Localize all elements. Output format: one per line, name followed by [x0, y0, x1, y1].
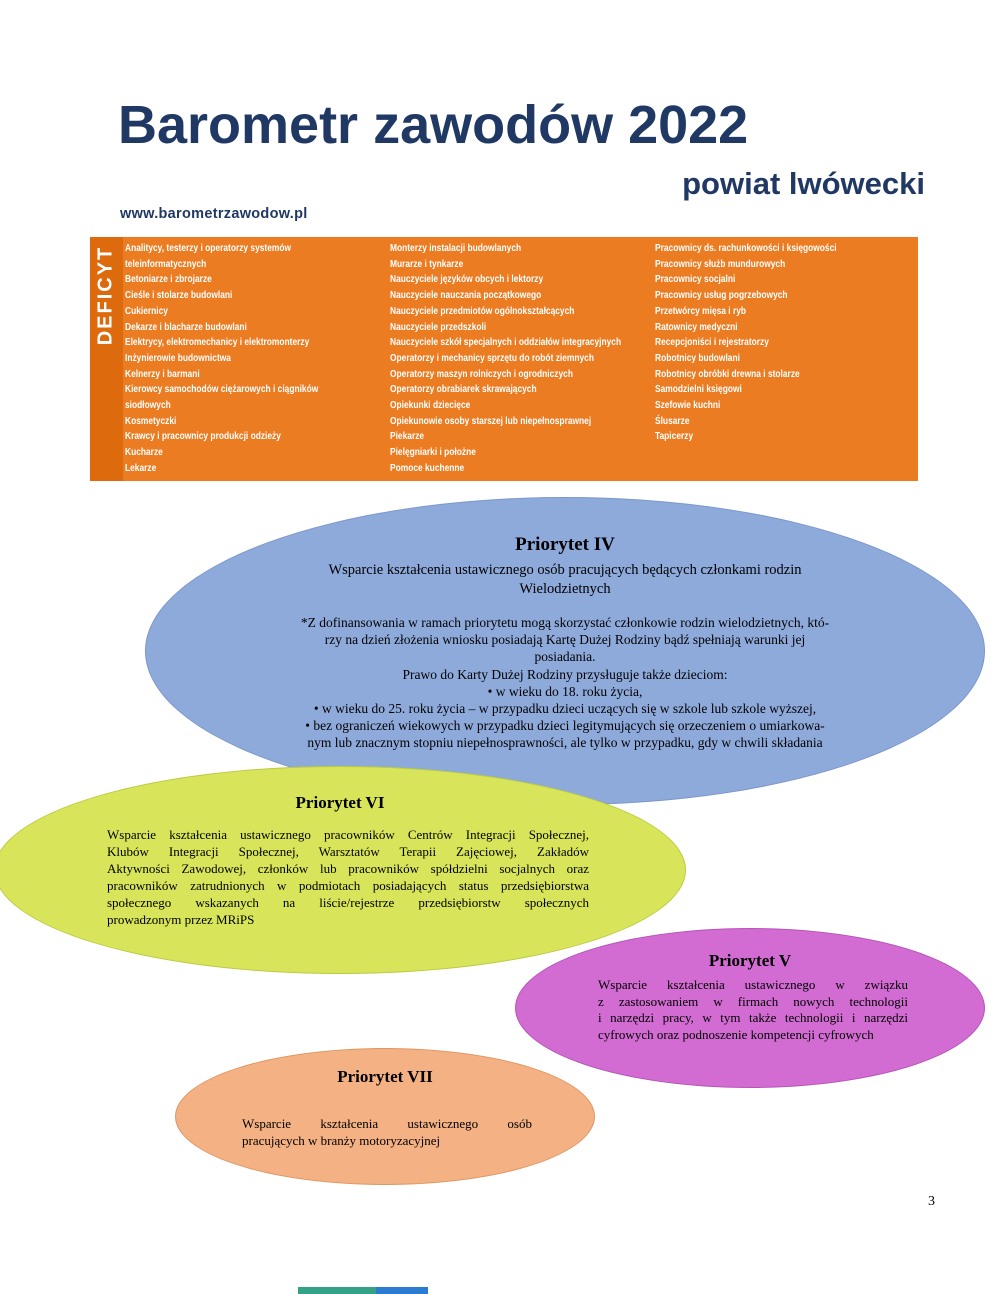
occupation-line: Operatorzy i mechanicy sprzętu do robót …	[390, 351, 594, 364]
occupation-line: siodłowych	[125, 399, 171, 412]
text-line: rzy na dzień złożenia wniosku posiadają …	[324, 632, 806, 648]
text-line: Wsparcie kształcenia ustawicznego pracow…	[107, 827, 589, 842]
text-line: pracujących w branży motoryzacyjnej	[242, 1133, 441, 1148]
text-line: Wsparcie kształcenia ustawicznego osób	[242, 1116, 532, 1131]
priority-v-title: Priorytet V	[708, 951, 792, 970]
occupation-line: Piekarze	[390, 430, 425, 443]
website-url: www.barometrzawodow.pl	[120, 206, 308, 222]
occupation-line: Pracownicy ds. rachunkowości i księgowoś…	[655, 242, 837, 254]
text-line: cyfrowych oraz podnoszenie kompetencji c…	[598, 1026, 874, 1042]
text-line: i narzędzi pracy, w tym także technologi…	[598, 1010, 908, 1025]
occupation-line: Pomoce kuchenne	[390, 461, 465, 474]
occupation-line: Pracownicy służb mundurowych	[655, 257, 786, 270]
occupation-line: Samodzielni księgowi	[655, 383, 742, 396]
occupation-line: Opiekunowie osoby starszej lub niepełnos…	[390, 414, 592, 427]
deficyt-column-3: Pracownicy ds. rachunkowości i księgowoś…	[655, 241, 920, 477]
priority-iv-body: *Z dofinansowania w ramach priorytetu mo…	[225, 614, 905, 752]
occupation-line: Robotnicy obróbki drewna i stolarze	[655, 367, 800, 380]
occupation-line: Betoniarze i zbrojarze	[125, 273, 212, 286]
occupation-line: teleinformatycznych	[125, 257, 207, 270]
deficyt-column-1: Analitycy, testerzy i operatorzy systemó…	[125, 241, 390, 477]
priority-iv-content: Priorytet IV Wsparcie kształcenia ustawi…	[225, 534, 905, 752]
occupation-line: Tapicerzy	[655, 430, 694, 443]
occupation-line: Nauczyciele szkół specjalnych i oddziałó…	[390, 336, 622, 349]
occupation-line: Pracownicy usług pogrzebowych	[655, 289, 788, 302]
text-line: pracowników zatrudnionych w podmiotach p…	[107, 877, 589, 893]
priority-vi-body: Wsparcie kształcenia ustawicznego pracow…	[107, 827, 589, 928]
priority-vii-ellipse: Priorytet VII Wsparcie kształcenia ustaw…	[175, 1048, 595, 1185]
report-subtitle: powiat lwówecki	[682, 166, 925, 201]
occupation-line: Nauczyciele języków obcych i lektorzy	[390, 273, 544, 286]
deficyt-label: DEFICYT	[94, 245, 117, 346]
text-line: z zastosowaniem w firmach nowych technol…	[598, 993, 908, 1009]
text-line: • w wieku do 18. roku życia,	[487, 683, 643, 699]
priority-vii-body: Wsparcie kształcenia ustawicznego osób pr…	[242, 1115, 532, 1149]
text-line: Wsparcie kształcenia ustawicznego osób p…	[328, 562, 802, 578]
bottom-graphic-sliver	[298, 1287, 428, 1294]
occupation-line: Murarze i tynkarze	[390, 257, 464, 270]
deficyt-columns: Analitycy, testerzy i operatorzy systemó…	[125, 241, 920, 477]
text-line: Wielodzietnych	[519, 581, 611, 597]
text-line: posiadania.	[534, 649, 596, 665]
occupation-line: Cukiernicy	[125, 304, 168, 317]
text-line: • w wieku do 25. roku życia – w przypadk…	[313, 701, 817, 717]
priority-vi-ellipse: Priorytet VI Wsparcie kształcenia ustawi…	[0, 766, 686, 974]
deficyt-side-strip: DEFICYT	[90, 237, 123, 481]
text-line: Klubów Integracji Społecznej, Warsztatów…	[107, 843, 589, 859]
occupation-line: Kucharze	[125, 446, 163, 459]
priority-v-body: Wsparcie kształcenia ustawicznego w zwią…	[598, 977, 908, 1043]
occupation-line: Recepcjoniści i rejestratorzy	[655, 336, 769, 349]
text-line: • bez ograniczeń wiekowych w przypadku d…	[305, 718, 825, 734]
text-line: Prawo do Karty Dużej Rodziny przysługuje…	[402, 666, 728, 682]
text-line: nym lub znacznym stopniu niepełnosprawno…	[307, 735, 823, 751]
occupation-line: Przetwórcy mięsa i ryb	[655, 304, 747, 317]
occupation-line: Ratownicy medyczni	[655, 320, 738, 333]
occupation-line: Inżynierowie budownictwa	[125, 351, 231, 364]
priority-vii-title: Priorytet VII	[337, 1067, 433, 1086]
text-line: prowadzonym przez MRiPS	[107, 911, 255, 927]
occupation-line: Kosmetyczki	[125, 414, 177, 427]
occupation-line: Cieśle i stolarze budowlani	[125, 289, 233, 302]
text-line: Wsparcie kształcenia ustawicznego w zwią…	[598, 977, 908, 992]
priority-iv-ellipse: Priorytet IV Wsparcie kształcenia ustawi…	[145, 497, 985, 805]
occupation-line: Analitycy, testerzy i operatorzy systemó…	[125, 242, 292, 254]
occupation-line: Operatorzy maszyn rolniczych i ogrodnicz…	[390, 367, 573, 380]
occupation-line: Krawcy i pracownicy produkcji odzieży	[125, 430, 281, 443]
text-line: Aktywności Zawodowej, członków lub praco…	[107, 860, 589, 876]
occupation-line: Ślusarze	[655, 414, 690, 427]
deficyt-occupations-box: DEFICYT Analitycy, testerzy i operatorzy…	[90, 237, 918, 481]
occupation-line: Szefowie kuchni	[655, 399, 721, 412]
page-number: 3	[928, 1194, 935, 1209]
occupation-line: Dekarze i blacharze budowlani	[125, 320, 247, 333]
occupation-line: Nauczyciele przedmiotów ogólnokształcący…	[390, 304, 575, 317]
occupation-line: Lekarze	[125, 461, 157, 474]
priority-iv-subtitle: Wsparcie kształcenia ustawicznego osób p…	[225, 561, 905, 599]
occupation-line: Elektrycy, elektromechanicy i elektromon…	[125, 336, 310, 349]
occupation-line: Opiekunki dziecięce	[390, 399, 471, 412]
occupation-line: Kelnerzy i barmani	[125, 367, 200, 380]
occupation-line: Nauczyciele przedszkoli	[390, 320, 487, 333]
priority-iv-title: Priorytet IV	[515, 534, 615, 555]
occupation-line: Monterzy instalacji budowlanych	[390, 242, 522, 254]
occupation-line: Kierowcy samochodów ciężarowych i ciągni…	[125, 383, 319, 396]
occupation-line: Nauczyciele nauczania początkowego	[390, 289, 542, 302]
occupation-line: Pielęgniarki i położne	[390, 446, 476, 459]
priority-v-ellipse: Priorytet V Wsparcie kształcenia ustawic…	[515, 928, 985, 1088]
occupation-line: Operatorzy obrabiarek skrawających	[390, 383, 537, 396]
text-line: społecznego wskazanych na liście/rejestr…	[107, 894, 589, 910]
text-line: *Z dofinansowania w ramach priorytetu mo…	[300, 615, 830, 630]
occupation-line: Pracownicy socjalni	[655, 273, 736, 286]
priority-vi-title: Priorytet VI	[295, 793, 385, 812]
report-title: Barometr zawodów 2022	[118, 95, 749, 155]
occupation-line: Robotnicy budowlani	[655, 351, 740, 364]
